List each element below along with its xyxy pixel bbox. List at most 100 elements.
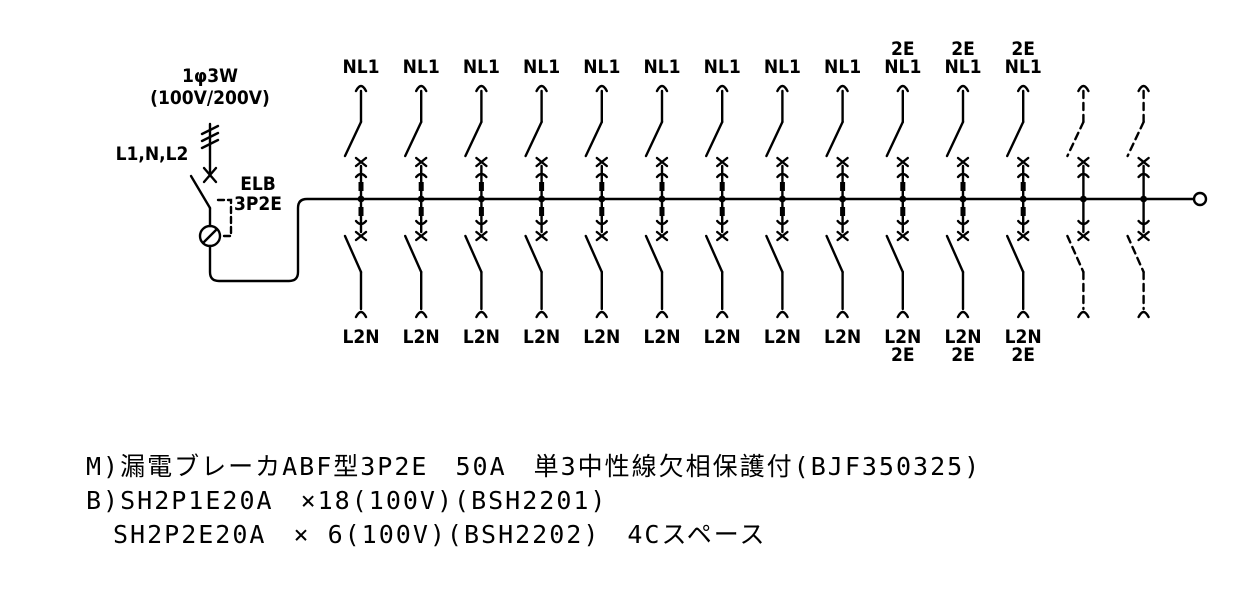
bus-junction-dot bbox=[1140, 195, 1147, 203]
terminal-arc-bottom bbox=[896, 310, 909, 319]
switch-blade-top bbox=[1066, 120, 1085, 158]
contact-cross bbox=[716, 156, 729, 168]
supply-lines-label: L1,N,L2 bbox=[116, 143, 189, 165]
bus-contact-block bbox=[539, 207, 545, 216]
switch-blade-top bbox=[343, 120, 363, 158]
contact-cross bbox=[1077, 230, 1090, 242]
bus-contact-block bbox=[719, 207, 725, 216]
branch-bottom-label: L2N bbox=[342, 326, 379, 348]
branch-bottom-label: L2N bbox=[944, 326, 981, 348]
switch-blade-bottom bbox=[644, 234, 664, 274]
terminal-arc-bottom bbox=[716, 310, 729, 319]
bus-contact-arc bbox=[415, 219, 428, 226]
elb-poles-label: 3P2E bbox=[234, 193, 282, 215]
contact-cross bbox=[1137, 230, 1150, 242]
branch-top-label: NL1 bbox=[342, 56, 379, 78]
elb-type-label: ELB bbox=[240, 173, 276, 195]
branch-circuit bbox=[464, 84, 488, 319]
bus-contact-arc bbox=[655, 219, 669, 226]
branch-bottom-label: L2N bbox=[764, 326, 801, 348]
bus-contact-arc bbox=[595, 219, 608, 226]
bus-contact-block bbox=[1020, 207, 1026, 216]
bus-junction-dot bbox=[417, 195, 425, 203]
branch-circuit bbox=[644, 84, 669, 319]
contact-cross bbox=[956, 156, 970, 168]
switch-blade-top bbox=[825, 120, 844, 158]
contact-cross bbox=[776, 156, 789, 168]
bus-contact-arc bbox=[354, 172, 368, 179]
switch-blade-bottom bbox=[1066, 234, 1085, 274]
branch-circuit bbox=[343, 84, 368, 319]
branch-circuit bbox=[404, 84, 428, 319]
switch-blade-top bbox=[1126, 120, 1145, 158]
branch-top-label: NL1 bbox=[944, 56, 981, 78]
supply-type-label: 1φ3W bbox=[182, 65, 238, 87]
branch-top-earth-label: 2E bbox=[951, 38, 975, 60]
switch-blade-bottom bbox=[584, 234, 603, 274]
contact-cross bbox=[896, 230, 909, 242]
branch-top-earth-label: 2E bbox=[891, 38, 915, 60]
bus-contact-arc bbox=[896, 172, 909, 179]
switch-blade-top bbox=[885, 120, 904, 158]
contact-cross bbox=[836, 230, 849, 242]
bus-contact-arc bbox=[836, 219, 849, 226]
switch-blade-bottom bbox=[705, 234, 724, 274]
terminal-arc-top bbox=[475, 84, 488, 93]
bus-junction-dot bbox=[598, 195, 606, 203]
branch-bottom-earth-label: 2E bbox=[1011, 344, 1035, 366]
contact-cross bbox=[1017, 230, 1030, 242]
branch-circuit bbox=[765, 84, 789, 319]
contact-cross bbox=[956, 230, 970, 242]
bus-contact-block bbox=[840, 207, 846, 216]
branch-top-label: NL1 bbox=[884, 56, 921, 78]
bus-contact-block bbox=[779, 207, 785, 216]
bus-contact-block bbox=[779, 182, 785, 191]
note-branch-breakers-1e: B)SH2P1E20A ×18(100V)(BSH2201) bbox=[86, 486, 608, 515]
branch-circuit bbox=[825, 84, 849, 319]
contact-cross bbox=[1137, 156, 1150, 168]
switch-blade-top bbox=[1006, 120, 1025, 158]
contact-cross bbox=[655, 230, 669, 242]
branch-circuits bbox=[343, 84, 1150, 319]
contact-cross bbox=[535, 156, 548, 168]
elb-switch-blade bbox=[189, 174, 212, 210]
bus-contact-arc bbox=[836, 172, 849, 179]
contact-cross bbox=[836, 156, 849, 168]
terminal-arc-bottom bbox=[836, 310, 849, 319]
terminal-arc-top bbox=[415, 84, 428, 93]
bus-contact-arc bbox=[1137, 172, 1150, 179]
bus-contact-arc bbox=[1077, 219, 1090, 226]
bus-contact-block bbox=[478, 182, 484, 191]
contact-cross bbox=[716, 230, 729, 242]
switch-blade-top bbox=[945, 120, 965, 158]
switch-blade-bottom bbox=[1126, 234, 1145, 274]
bus-contact-block bbox=[418, 182, 424, 191]
conductor-tick bbox=[200, 124, 220, 136]
single-line-diagram: NL1L2NNL1L2NNL1L2NNL1L2NNL1L2NNL1L2NNL1L… bbox=[116, 38, 1208, 366]
contact-cross bbox=[202, 166, 218, 184]
bus-junction-dot bbox=[538, 195, 545, 203]
bus-contact-arc bbox=[475, 219, 488, 226]
bus-contact-block bbox=[1020, 182, 1026, 191]
branch-circuit bbox=[1126, 84, 1150, 319]
bus-contact-block bbox=[719, 182, 725, 191]
branch-circuit bbox=[1066, 84, 1090, 319]
terminal-arc-top bbox=[836, 84, 849, 93]
bus-contact-block bbox=[960, 207, 966, 216]
note-branch-breakers-2e: SH2P2E20A × 6(100V)(BSH2202) 4Cスペース bbox=[86, 520, 767, 549]
switch-blade-bottom bbox=[343, 234, 363, 274]
note-main-breaker: M)漏電ブレーカABF型3P2E 50A 単3中性線欠相保護付(BJF35032… bbox=[86, 452, 982, 481]
bus-contact-block bbox=[358, 207, 364, 216]
bus-junction-dot bbox=[357, 195, 365, 203]
bus-contact-block bbox=[960, 182, 966, 191]
branch-bottom-label: L2N bbox=[704, 326, 741, 348]
terminal-arc-top bbox=[956, 84, 970, 93]
bus-contact-arc bbox=[776, 219, 789, 226]
branch-circuit bbox=[584, 84, 608, 319]
bus-contact-arc bbox=[1017, 172, 1030, 179]
zct-slash bbox=[201, 227, 219, 245]
bus-contact-block bbox=[659, 207, 665, 216]
switch-blade-top bbox=[464, 120, 483, 158]
bus-contact-arc bbox=[595, 172, 608, 179]
bus-contact-arc bbox=[956, 172, 970, 179]
